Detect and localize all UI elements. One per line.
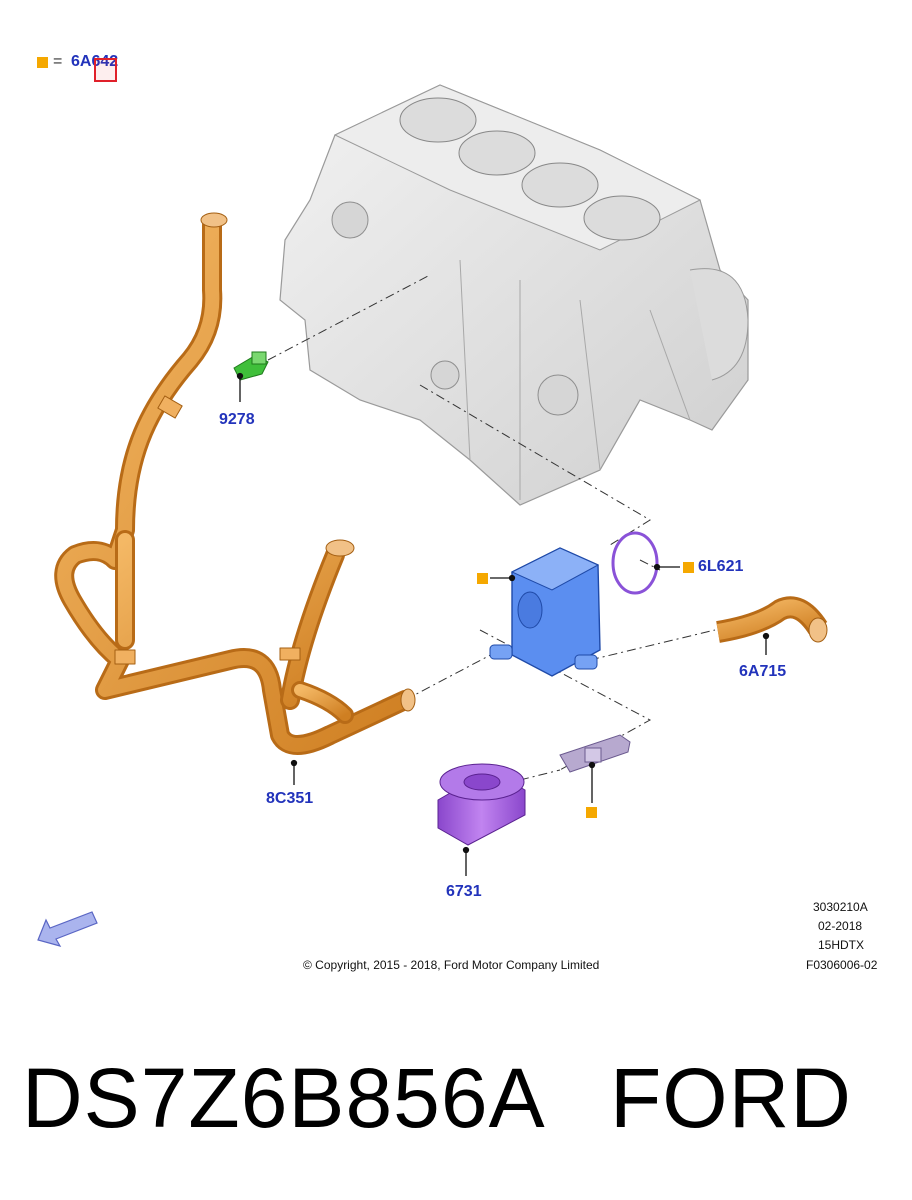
marker-square-connector [586,807,597,818]
legend-equals: = [53,53,63,70]
callout-6A715[interactable]: 6A715 [739,663,787,680]
orientation-arrow-icon [37,911,98,947]
brand-title: FORD [610,1051,852,1145]
oil-cooler [489,547,601,677]
exploded-parts-diagram [37,84,828,947]
callout-8C351[interactable]: 8C351 [266,790,314,807]
outlet-hose [716,596,828,643]
coolant-hose-assembly [54,212,416,755]
callout-leaders [236,372,770,876]
oil-filter [437,763,526,846]
highlight-box [94,58,117,82]
copyright: © Copyright, 2015 - 2018, Ford Motor Com… [303,958,600,972]
marker-square-gasket [683,562,694,573]
marker-square-cooler [477,573,488,584]
callout-6731[interactable]: 6731 [446,883,482,900]
engine-block [279,84,749,506]
callout-6L621[interactable]: 6L621 [698,558,744,575]
diagram-code: 3030210A [813,900,868,914]
callout-9278[interactable]: 9278 [219,411,255,428]
legend-marker [37,57,48,68]
oil-filter-connector [559,734,631,773]
o-ring-gasket [611,531,659,595]
diagram-date: 02-2018 [818,919,863,933]
temperature-sensor [233,351,269,381]
part-number-title: DS7Z6B856A [22,1051,546,1145]
engine-code: 15HDTX [818,938,865,952]
figure-id: F0306006-02 [806,958,878,972]
